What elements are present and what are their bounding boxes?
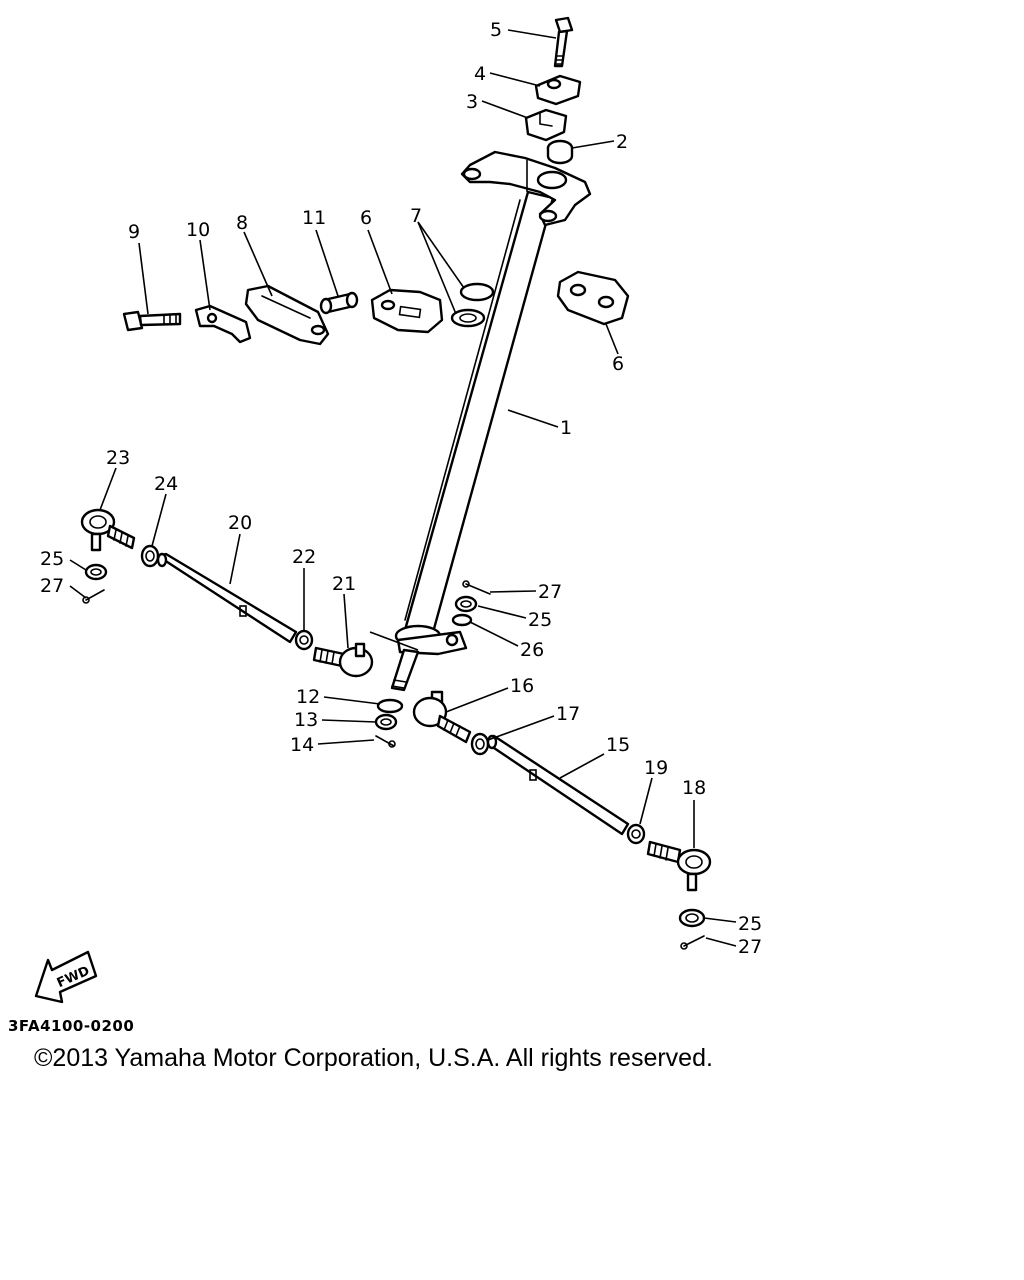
callout-1: 1 [560,417,572,439]
callout-numbers: 1 2 3 4 5 6 6 7 8 9 10 11 12 13 14 15 16… [40,19,762,958]
lock-washer [194,304,252,344]
callout-18: 18 [682,777,706,799]
collar [319,291,359,315]
left-tie-rod [156,552,298,644]
callout-22: 22 [292,546,316,568]
callout-8: 8 [236,212,248,234]
left-castle-nut [84,563,108,581]
right-cotter-pin [680,935,705,950]
steering-shaft [390,190,555,692]
top-bolt [553,16,574,68]
callout-13: 13 [294,709,318,731]
callout-25-right: 25 [738,913,762,935]
cap [546,139,574,165]
callout-7: 7 [410,205,422,227]
callout-15: 15 [606,734,630,756]
upper-bracket [460,150,592,227]
right-inner-rod-end [412,690,472,744]
callout-19: 19 [644,757,668,779]
left-tie-rod-end [80,508,136,552]
callout-6-right: 6 [612,353,624,375]
callout-23: 23 [106,447,130,469]
leader-lines [69,29,737,947]
upper-holder [534,74,582,106]
left-cotter-pin [82,589,105,604]
castle-nut-25-mid [454,595,478,613]
copyright-notice: ©2013 Yamaha Motor Corporation, U.S.A. A… [34,1044,713,1072]
cotter-pin-27-mid [462,580,491,595]
right-holder [556,270,630,326]
left-holder [370,288,444,334]
left-nut-22 [294,629,314,651]
callout-27-left: 27 [40,575,64,597]
lower-holder [524,108,568,142]
callout-3: 3 [466,91,478,113]
bushings [450,282,495,328]
callout-17: 17 [556,703,580,725]
left-nut-24 [140,544,160,568]
callout-10: 10 [186,219,210,241]
callout-20: 20 [228,512,252,534]
callout-14: 14 [290,734,314,756]
callout-27-mid: 27 [538,581,562,603]
right-outer-rod-end [646,840,712,892]
side-bolt [122,310,182,332]
callout-4: 4 [474,63,486,85]
callout-16: 16 [510,675,534,697]
right-castle-nut [678,908,706,928]
castle-nut-13 [374,713,398,731]
callout-25-mid: 25 [528,609,552,631]
callout-21: 21 [332,573,356,595]
washer-12 [376,698,404,714]
right-nut-17 [470,732,490,756]
callout-25-left: 25 [40,548,64,570]
center-tie-rod-end [312,642,374,678]
cotter-pin-14 [375,735,396,748]
callout-5: 5 [490,19,502,41]
callout-6-left: 6 [360,207,372,229]
plate [244,284,330,346]
callout-27-right: 27 [738,936,762,958]
callout-26: 26 [520,639,544,661]
exploded-parts-diagram: 1 2 3 4 5 6 6 7 8 9 10 11 12 13 14 15 16… [34,16,762,1004]
callout-11: 11 [302,207,326,229]
fwd-arrow-icon: FWD [34,950,98,1004]
callout-12: 12 [296,686,320,708]
diagram-code: 3FA4100-0200 [8,1017,135,1035]
callout-9: 9 [128,221,140,243]
callout-2: 2 [616,131,628,153]
callout-24: 24 [154,473,178,495]
washer-26 [451,613,473,627]
right-nut-19 [626,823,646,845]
